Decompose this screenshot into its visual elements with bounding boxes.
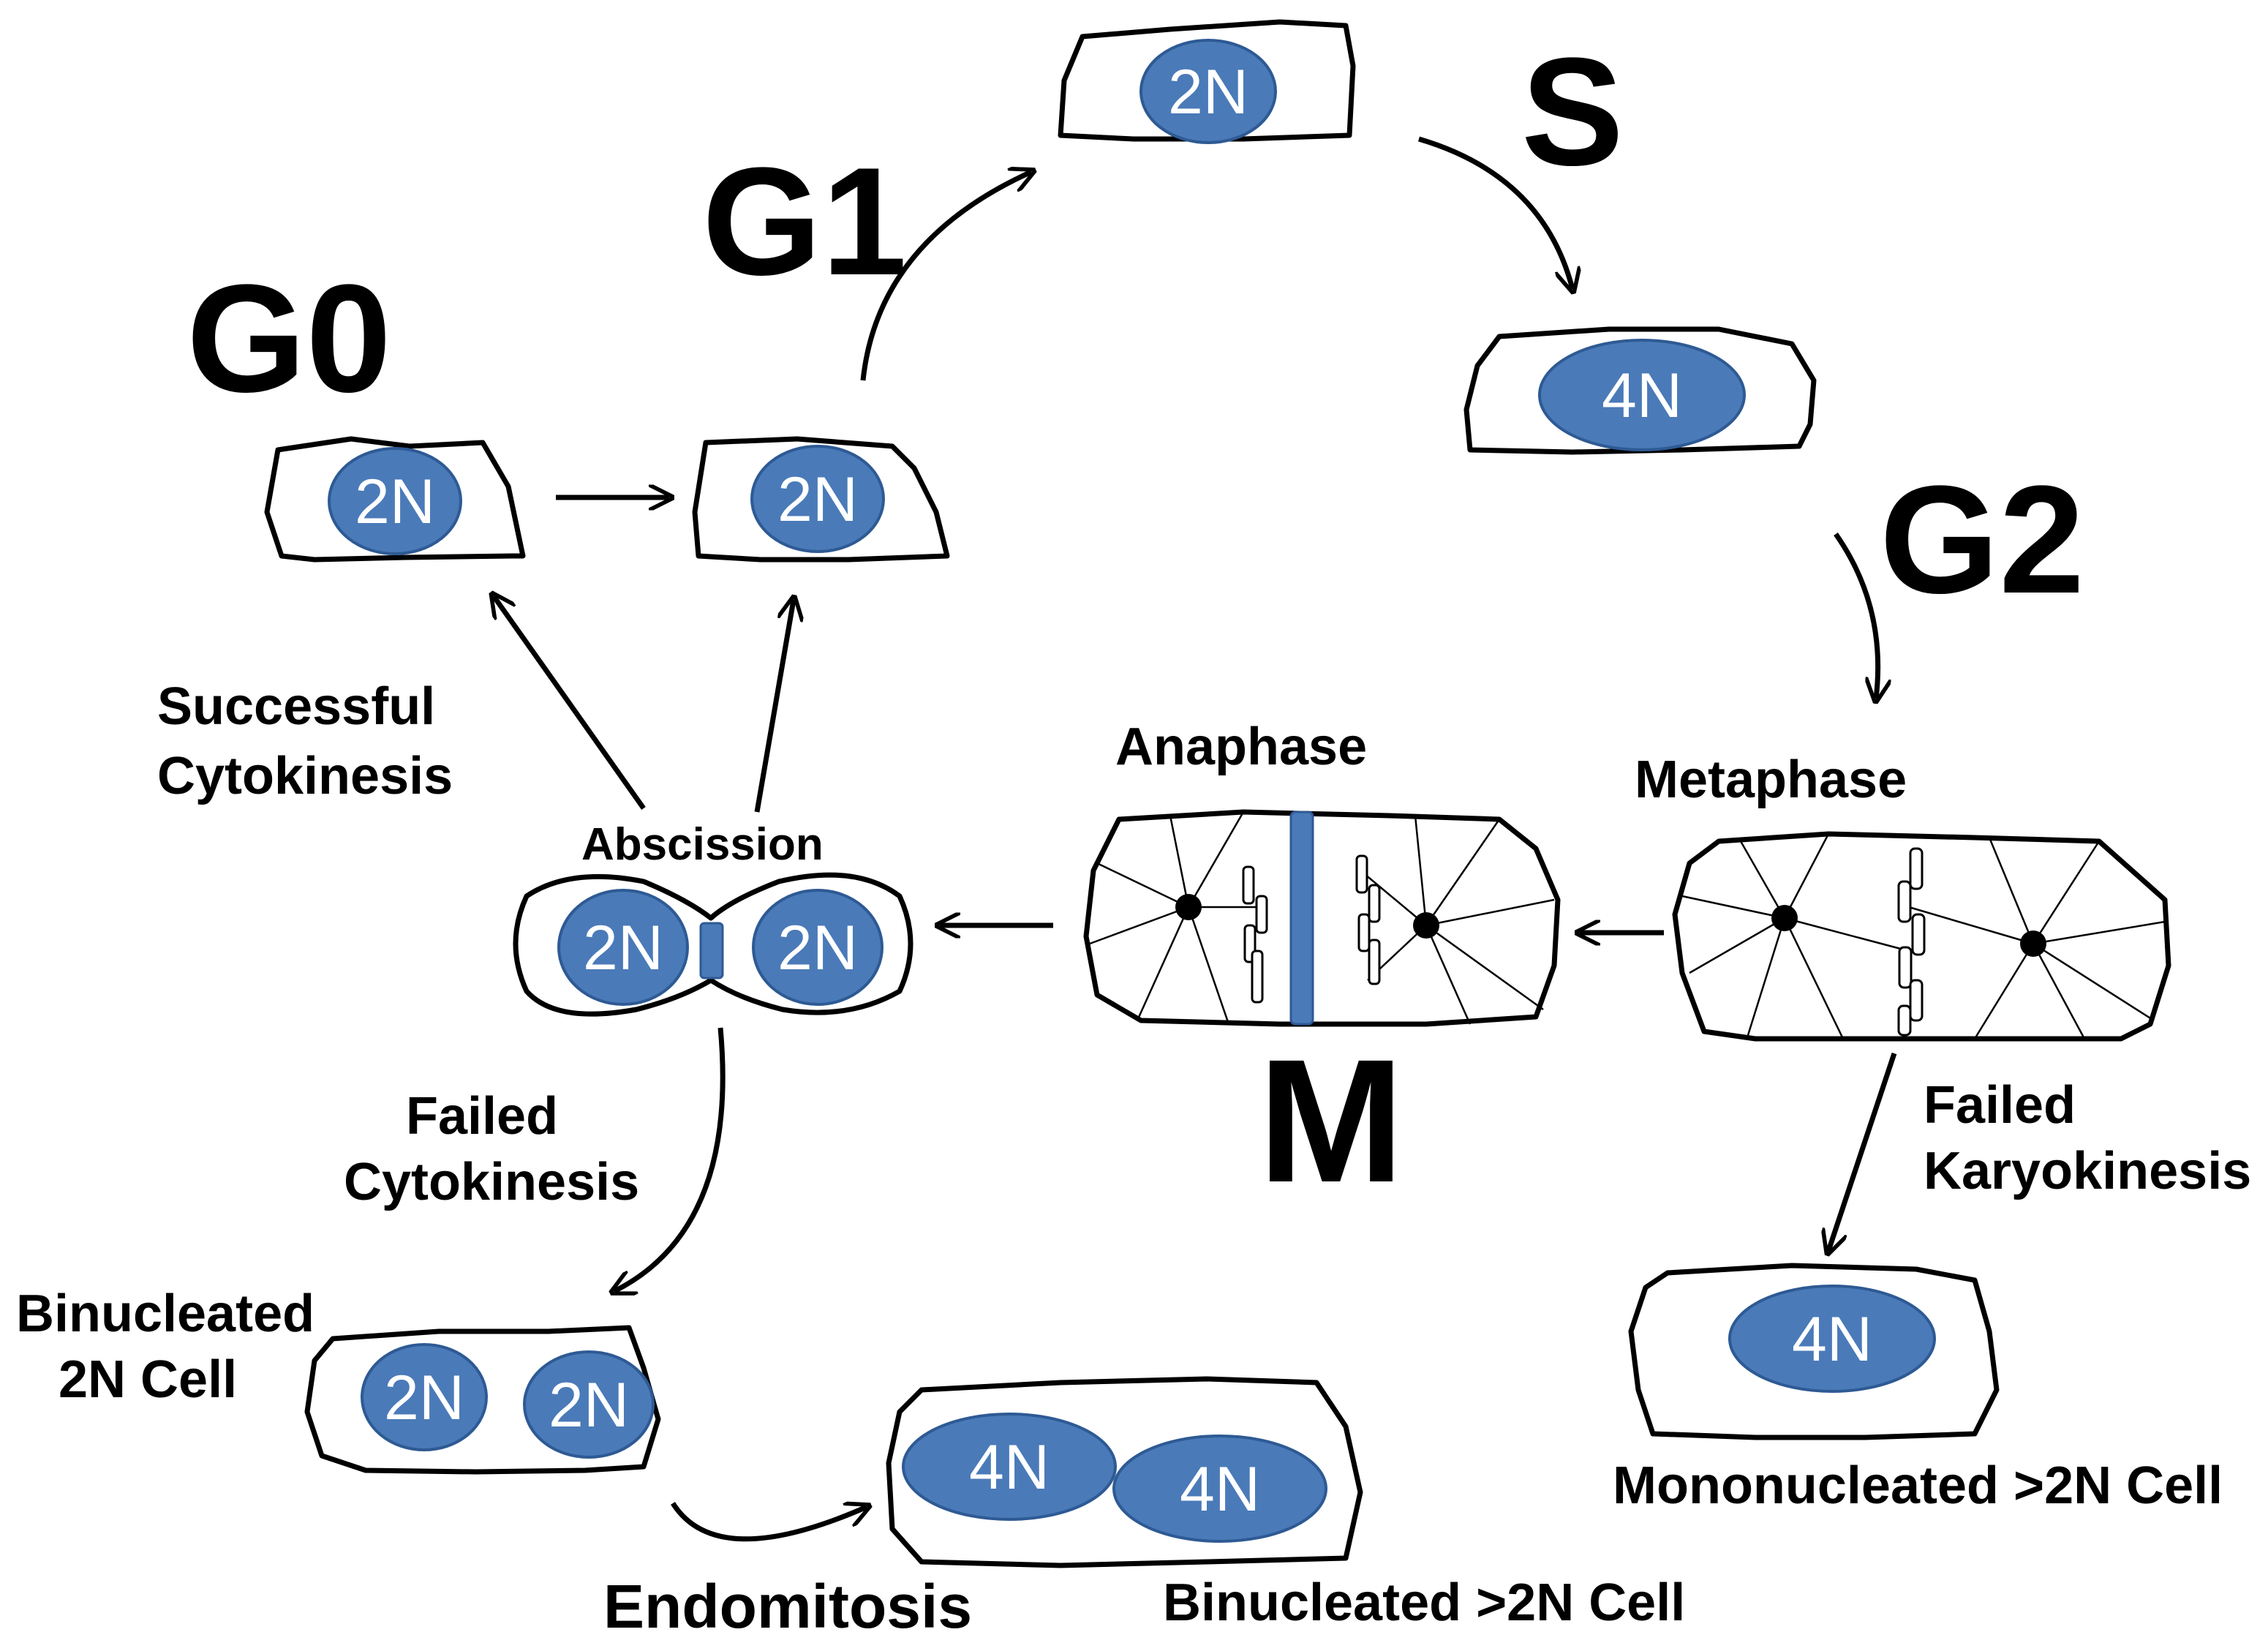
label-failed-karyo-line1: Failed (1924, 1076, 2076, 1135)
s-cell: 2N (1058, 19, 1356, 144)
g0-nucleus (328, 447, 462, 555)
label-successful-line1: Successful (157, 677, 435, 736)
label-failed-karyo-line2: Karyokinesis (1924, 1142, 2251, 1200)
abscission-midbody (699, 922, 724, 980)
phase-label-s: S (1521, 26, 1624, 198)
abscission-nucleus-left (557, 889, 689, 1006)
mononucleated-gt2n-nucleus-label: 4N (1792, 1304, 1872, 1375)
label-failed-cyto-line1: Failed (406, 1087, 558, 1146)
stage-label-metaphase: Metaphase (1635, 751, 1907, 809)
anaphase-chromosomes-right (1355, 854, 1381, 985)
arrow-g1-to-s (860, 172, 1031, 381)
metaphase-chromosomes (1897, 847, 1926, 1037)
phase-label-m: M (1258, 1023, 1404, 1219)
label-binucleated-gt2n: Binucleated >2N Cell (1163, 1574, 1685, 1632)
stage-label-abscission: Abscission (581, 819, 824, 870)
label-mononucleated-gt2n: Mononucleated >2N Cell (1613, 1456, 2223, 1515)
label-failed-cyto-line2: Cytokinesis (344, 1153, 639, 1211)
g2-nucleus (1538, 339, 1746, 451)
s-nucleus-label: 2N (1168, 57, 1248, 127)
binucleated-gt2n-nucleus-right-label: 4N (1180, 1454, 1260, 1524)
binucleated-gt2n-cell: 4N 4N (886, 1376, 1363, 1568)
arrow-endomitosis (671, 1503, 867, 1542)
anaphase-spindle (1089, 811, 1555, 1025)
arrow-abscission-to-g1 (754, 600, 794, 813)
g2-cell: 4N (1463, 326, 1817, 455)
label-binucleated-2n-line1: Binucleated (16, 1285, 314, 1343)
abscission-cell: Abscission 2N 2N (513, 819, 913, 1017)
g0-cell: 2N (264, 436, 526, 563)
g2-nucleus-label: 4N (1602, 361, 1682, 431)
binucleated-2n-cell: 2N 2N (304, 1325, 661, 1475)
g1-nucleus-label: 2N (777, 465, 858, 535)
label-successful-line2: Cytokinesis (157, 747, 453, 805)
arrow-g2-to-metaphase (1834, 532, 1878, 699)
phase-label-g1: G1 (702, 135, 907, 307)
binucleated-gt2n-nucleus-left (902, 1413, 1117, 1521)
anaphase-cell: Anaphase (1083, 718, 1561, 1027)
anaphase-pole-right (1413, 912, 1439, 939)
binucleated-gt2n-nucleus-left-label: 4N (969, 1432, 1050, 1503)
g1-nucleus (750, 445, 885, 553)
abscission-nucleus-right (752, 889, 884, 1006)
arrow-metaphase-to-mononucleated (1828, 1052, 1897, 1251)
mononucleated-gt2n-cell: 4N (1628, 1263, 2000, 1440)
anaphase-cleavage-band (1289, 811, 1314, 1026)
g1-cell: 2N (692, 436, 950, 563)
s-nucleus (1139, 39, 1277, 144)
binucleated-gt2n-nucleus-right (1112, 1435, 1327, 1543)
metaphase-pole-right (2020, 930, 2046, 957)
metaphase-cell: Metaphase (1635, 751, 2171, 1042)
arrow-abscission-to-g0 (494, 596, 646, 811)
metaphase-pole-left (1771, 905, 1798, 931)
g0-nucleus-label: 2N (355, 467, 435, 537)
stage-label-anaphase: Anaphase (1115, 718, 1367, 776)
anaphase-chromosomes-left (1242, 865, 1268, 1004)
arrow-s-to-g2 (1418, 136, 1572, 289)
binucleated-2n-nucleus-right (523, 1350, 655, 1459)
label-binucleated-2n-line2: 2N Cell (59, 1350, 237, 1409)
phase-label-g0: G0 (187, 252, 391, 424)
anaphase-pole-left (1175, 894, 1202, 920)
binucleated-2n-nucleus-left-label: 2N (384, 1363, 464, 1433)
metaphase-spindle (1681, 833, 2166, 1039)
binucleated-2n-nucleus-right-label: 2N (549, 1370, 629, 1440)
mononucleated-gt2n-nucleus (1728, 1285, 1936, 1393)
arrow-abscission-to-binucleated-2n (614, 1027, 726, 1291)
phase-label-g2: G2 (1880, 454, 2084, 625)
binucleated-2n-nucleus-left (361, 1343, 488, 1451)
label-endomitosis: Endomitosis (603, 1572, 972, 1641)
abscission-nucleus-left-label: 2N (583, 913, 663, 983)
abscission-nucleus-right-label: 2N (777, 913, 858, 983)
